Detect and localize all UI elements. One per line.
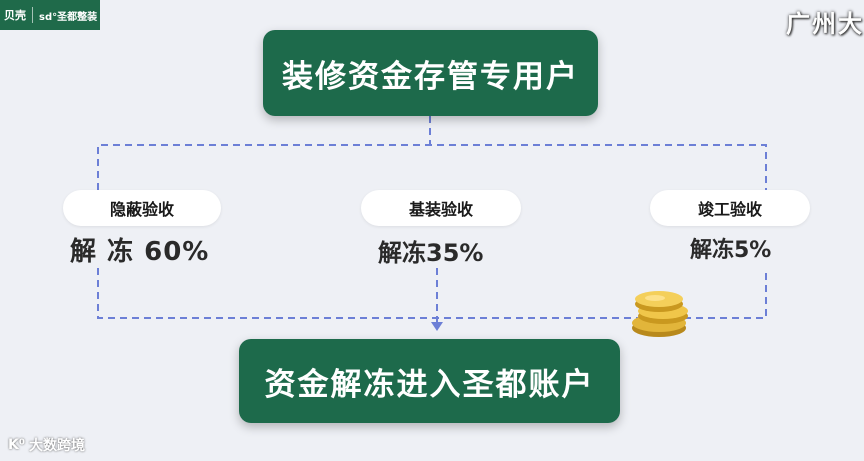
arrow-down-icon	[431, 322, 443, 331]
bottom-account-box: 资金解冻进入圣都账户	[239, 339, 620, 423]
stage-release-3: 解冻5%	[690, 232, 771, 264]
stage-label-hidden-inspection: 隐蔽验收	[63, 190, 221, 226]
top-account-box: 装修资金存管专用户	[263, 30, 598, 116]
coin-stack-icon	[632, 291, 688, 337]
watermark: K⁰ 大数跨境	[8, 435, 85, 455]
watermark-text: 大数跨境	[29, 435, 85, 455]
stage-label-completion-inspection: 竣工验收	[650, 190, 810, 226]
stage-release-1: 解 冻 60%	[70, 231, 209, 268]
top-connector-line	[98, 145, 766, 190]
stage-release-2: 解冻35%	[378, 233, 483, 268]
k-logo-icon: K⁰	[8, 437, 25, 453]
stage-label-basic-inspection: 基装验收	[361, 190, 521, 226]
